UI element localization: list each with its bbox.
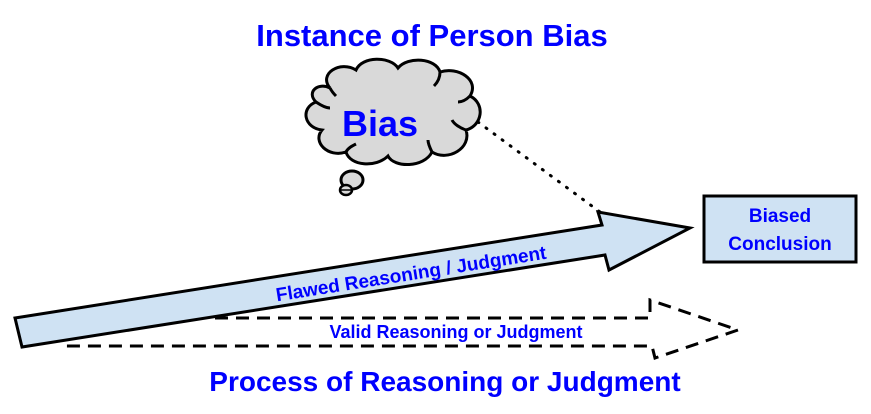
diagram-title: Instance of Person Bias [256, 18, 607, 53]
cloud-label: Bias [342, 103, 418, 144]
valid-arrow-label: Valid Reasoning or Judgment [329, 322, 582, 342]
conclusion-line-1: Biased [749, 206, 811, 227]
biased-conclusion-box [702, 194, 858, 264]
dotted-connector [476, 120, 602, 214]
flawed-reasoning-arrow [13, 210, 695, 349]
diagram-footer: Process of Reasoning or Judgment [209, 366, 680, 397]
thought-cloud-icon [304, 57, 482, 197]
conclusion-line-2: Conclusion [728, 234, 831, 255]
